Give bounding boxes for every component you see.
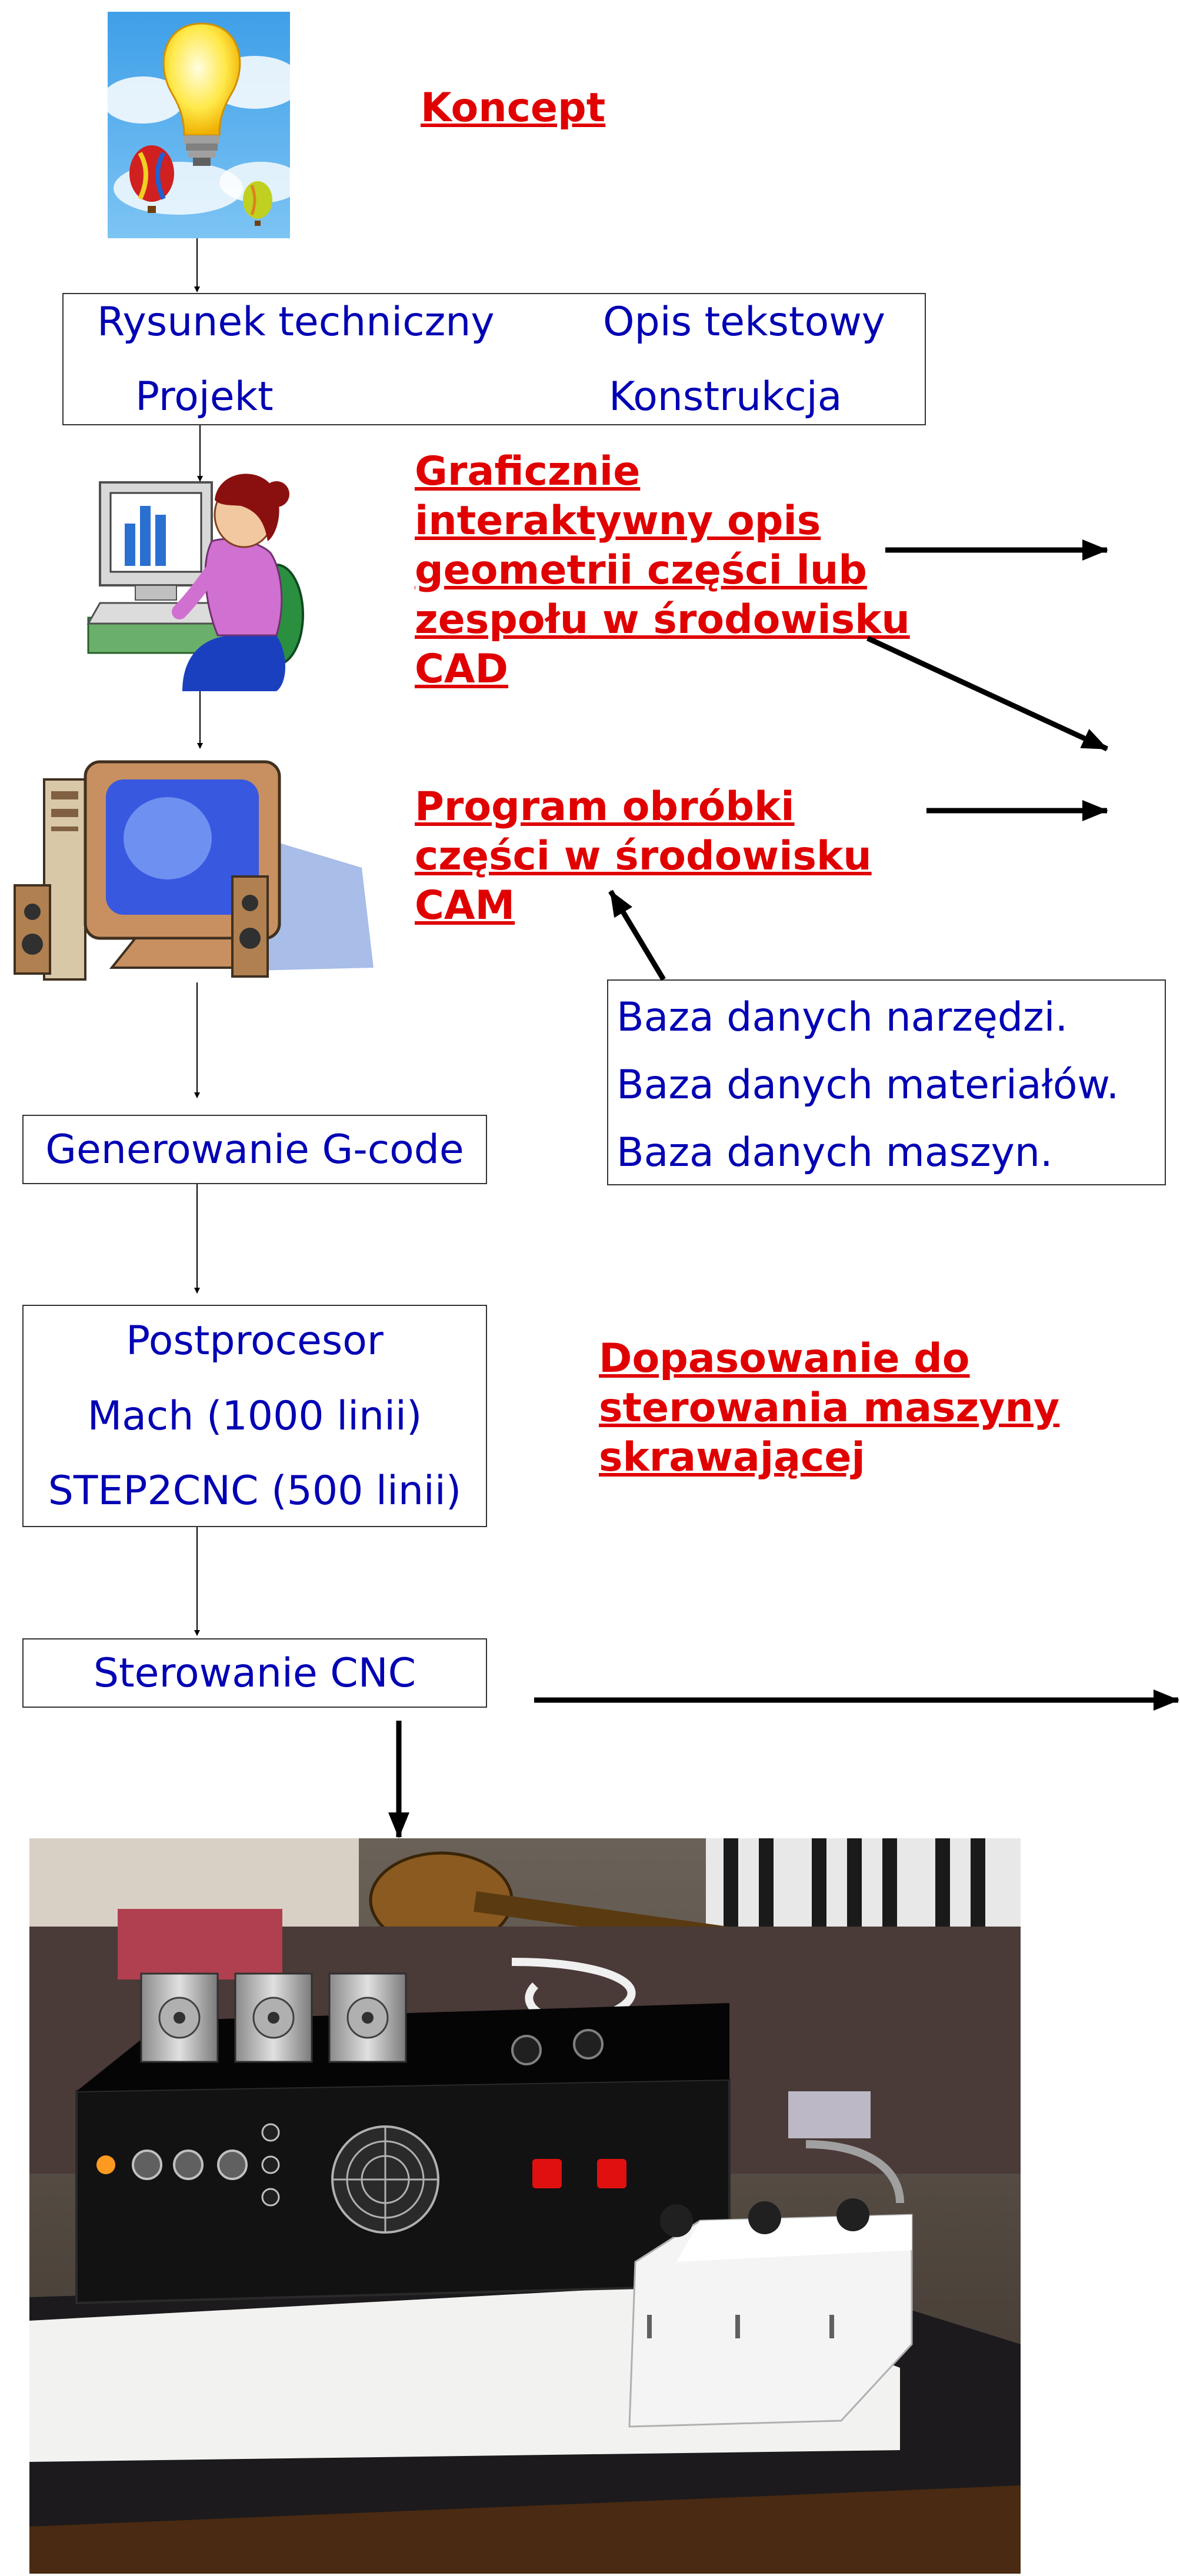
machines-database-label: Baza danych maszyn. <box>616 1129 1053 1176</box>
gcode-generation-box <box>22 1115 487 1184</box>
postprocessor-title: Postprocesor <box>126 1318 384 1364</box>
construction-label: Konstrukcja <box>609 374 842 420</box>
cnc-control-box <box>22 1638 487 1708</box>
technical-drawing-label: Rysunek techniczny <box>97 299 495 345</box>
databases-to-cam-arrow <box>608 889 666 981</box>
cnc-control-label: Sterowanie CNC <box>93 1650 416 1697</box>
postprocessor-box <box>22 1305 487 1527</box>
design-methods-box <box>62 293 926 425</box>
concept-title: Koncept <box>421 85 606 131</box>
machine-adaptation-description: Dopasowanie do sterowania maszyny skrawa… <box>599 1335 1060 1481</box>
materials-database-label: Baza danych materiałów. <box>616 1062 1119 1108</box>
cam-description: Program obróbki części w środowisku CAM <box>415 784 872 929</box>
gcode-generation-label: Generowanie G-code <box>45 1127 464 1173</box>
project-label: Projekt <box>135 374 274 420</box>
cad-designer-picture <box>82 459 306 691</box>
databases-box <box>607 979 1166 1185</box>
cnc-controller-photo <box>29 1838 1021 2574</box>
text-description-label: Opis tekstowy <box>603 299 886 345</box>
lightbulb-balloon-picture <box>102 12 302 238</box>
postprocessor-mach-line: Mach (1000 linii) <box>87 1393 422 1439</box>
cad-description: Graficznie interaktywny opis geometrii c… <box>415 448 910 692</box>
computer-picture <box>9 750 379 982</box>
tools-database-label: Baza danych narzędzi. <box>616 994 1068 1041</box>
postprocessor-step2cnc-line: STEP2CNC (500 linii) <box>48 1468 462 1514</box>
cad-diagonal-arrow <box>866 635 1108 752</box>
